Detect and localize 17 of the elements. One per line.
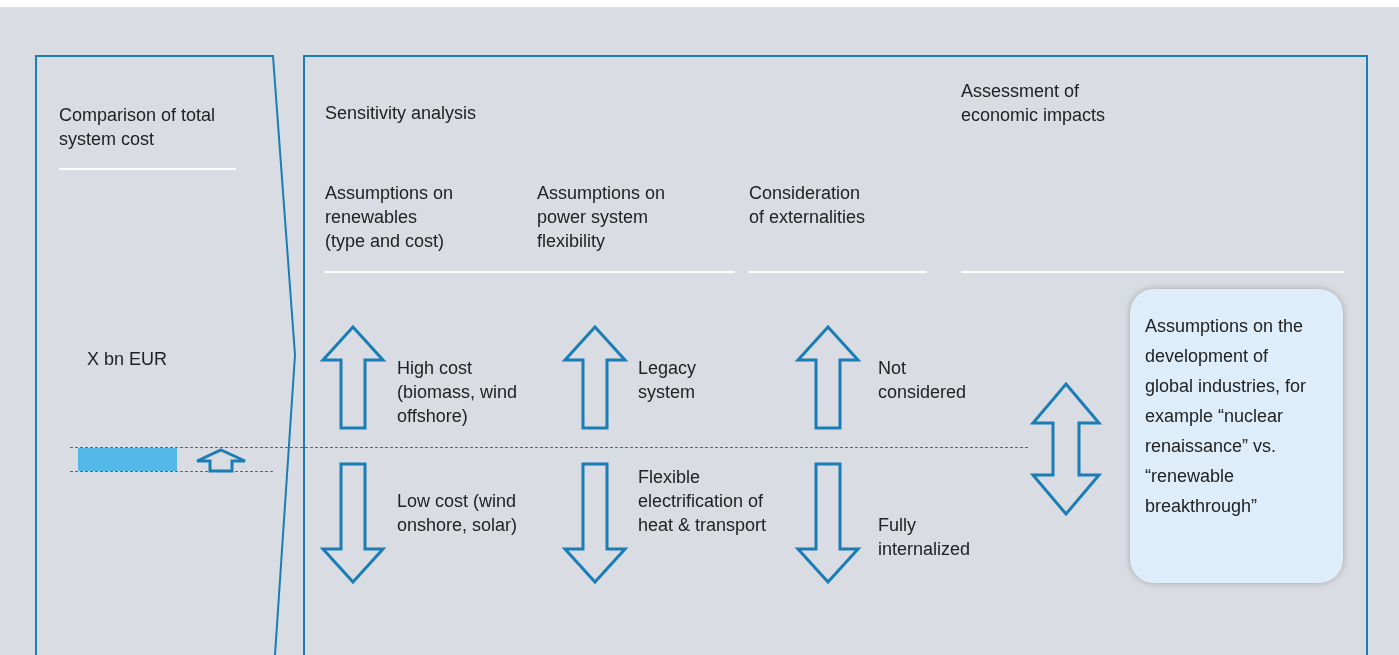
cost-panel (35, 55, 297, 655)
arrow-label: Flexible electrification of heat & transport (638, 466, 768, 537)
arrow-label: Not considered (878, 357, 968, 404)
column-heading: Assumptions on renewables (type and cost) (325, 182, 455, 253)
cost-bar (78, 448, 177, 471)
assumption-callout: Assumptions on the development of global industries, for example “nuclear renaissance” vs. “renewable breakthrough” (1130, 289, 1343, 583)
column-heading: Assessment of economic impacts (961, 80, 1107, 127)
cost-value: X bn EUR (87, 348, 169, 371)
arrow-label: Fully internalized (878, 514, 972, 561)
column-heading: Consideration of externalities (749, 182, 867, 229)
analysis-panel (303, 55, 1368, 655)
arrow-label: Low cost (wind onshore, solar) (397, 490, 519, 537)
arrow-label: Legacy system (638, 357, 698, 404)
arrow-label: High cost (biomass, wind offshore) (397, 357, 519, 428)
column-heading: Sensitivity analysis (325, 102, 478, 125)
panel-heading: Comparison of total system cost (59, 104, 217, 151)
column-heading: Assumptions on power system flexibility (537, 182, 667, 253)
